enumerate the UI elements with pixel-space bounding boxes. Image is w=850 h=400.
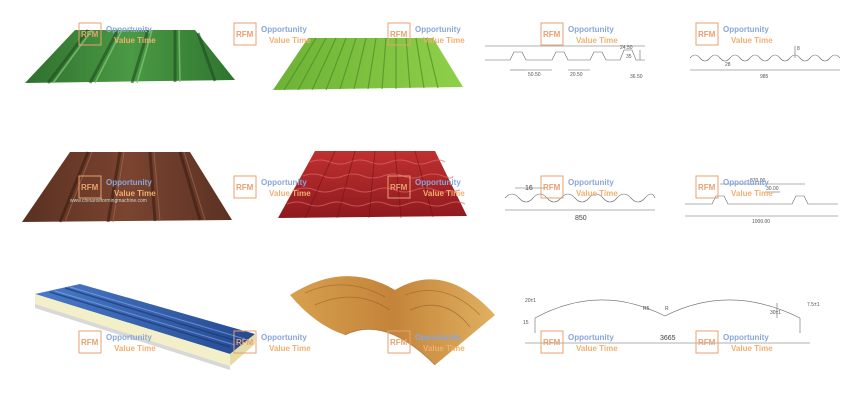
dim-label: 36.50 bbox=[630, 74, 643, 80]
trapezoid-profile-drawing-4: 870.00 30.00 1000.00 bbox=[680, 176, 845, 226]
corrugated-profile-drawing-2: 985 8 28 bbox=[685, 38, 845, 88]
dim-label: 24.50 bbox=[620, 45, 633, 51]
dim-label: 20±1 bbox=[525, 298, 536, 304]
lime-corrugated-roof-sheet bbox=[268, 35, 468, 95]
dim-label: 35 bbox=[626, 54, 632, 60]
dim-label: 16 bbox=[525, 185, 533, 192]
red-glazed-tile-sheet bbox=[275, 148, 470, 223]
trapezoid-profile-drawing-1: 24.50 50.50 35 20.50 36.50 bbox=[480, 38, 650, 88]
dim-label: 870.00 bbox=[750, 178, 766, 184]
dim-label: 30±1 bbox=[770, 310, 781, 316]
brown-trapezoid-roof-sheet: www.chinarollformingmachine.com bbox=[20, 150, 235, 225]
dim-label: 28 bbox=[725, 62, 731, 68]
arched-profile-drawing-5: 20±1 15 R5 R 30±1 7.5±1 3665 bbox=[515, 288, 845, 348]
dim-label: 30.00 bbox=[766, 186, 779, 192]
watermark-line1: Opportunity bbox=[261, 25, 307, 34]
rfm-logo-text: RFM bbox=[236, 183, 254, 192]
dim-label: 3665 bbox=[660, 335, 676, 342]
dim-label: 7.5±1 bbox=[807, 302, 820, 308]
dim-label: 8 bbox=[797, 46, 800, 52]
tile-profile-drawing-3: 16 850 bbox=[500, 180, 660, 225]
green-trapezoid-roof-sheet bbox=[20, 25, 240, 90]
dim-label: 850 bbox=[575, 215, 587, 222]
blue-sandwich-panel bbox=[30, 282, 260, 372]
dim-label: 15 bbox=[523, 320, 529, 326]
watermark-line1: Opportunity bbox=[415, 25, 461, 34]
dim-label: R5 bbox=[643, 306, 650, 312]
dim-label: R bbox=[665, 306, 669, 312]
wood-curved-roof-sheet bbox=[285, 265, 500, 370]
dim-label: 50.50 bbox=[528, 72, 541, 78]
watermark-line1: Opportunity bbox=[723, 25, 769, 34]
watermark-line1: Opportunity bbox=[568, 25, 614, 34]
site-watermark-text: www.chinarollformingmachine.com bbox=[70, 198, 147, 204]
dim-label: 1000.00 bbox=[752, 219, 770, 225]
dim-label: 985 bbox=[760, 74, 769, 80]
dim-label: 20.50 bbox=[570, 72, 583, 78]
